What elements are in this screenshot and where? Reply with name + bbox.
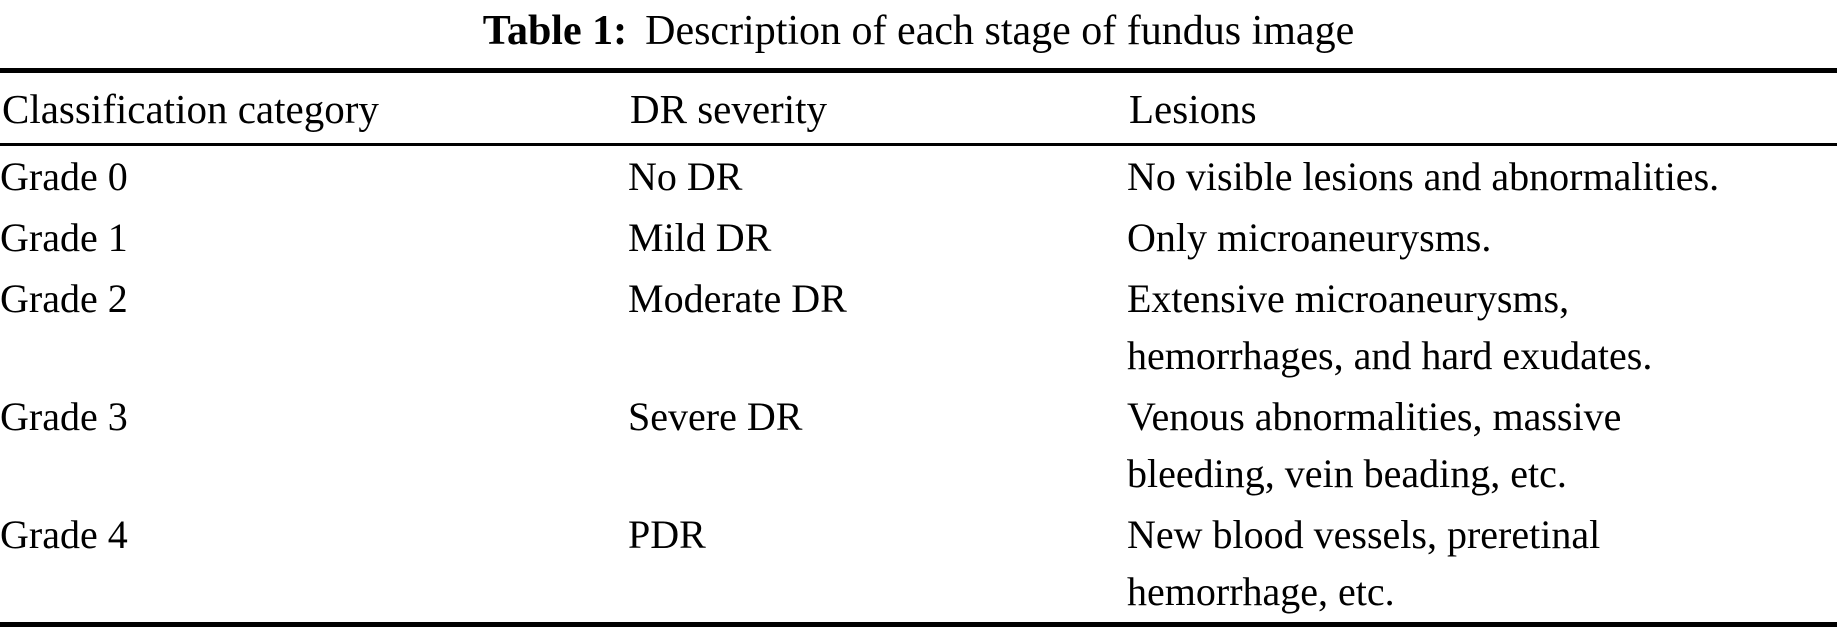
cell-category: Grade 3 [0,394,128,439]
cell-category: Grade 0 [0,154,128,199]
cell-severity: Moderate DR [628,276,847,321]
table-row-grade-4: Grade 4 PDR New blood vessels, preretina… [0,504,1837,622]
table-row-grade-0: Grade 0 No DR No visible lesions and abn… [0,146,1837,207]
cell-lesions: Only microaneurysms. [1127,215,1492,260]
table-row-grade-2: Grade 2 Moderate DR Extensive microaneur… [0,268,1837,386]
cell-lesions: New blood vessels, preretinal hemorrhage… [1127,512,1601,614]
cell-severity: PDR [628,512,706,557]
table-row-grade-1: Grade 1 Mild DR Only microaneurysms. [0,207,1837,268]
table-row-grade-3: Grade 3 Severe DR Venous abnormalities, … [0,386,1837,504]
table-caption-text: Description of each stage of fundus imag… [645,8,1355,54]
fundus-stage-table: Classification category DR severity Lesi… [0,68,1837,627]
table-caption: Table 1: Description of each stage of fun… [0,0,1837,55]
cell-severity: Mild DR [628,215,772,260]
cell-lesions: Extensive microaneurysms, hemorrhages, a… [1127,276,1653,378]
table-header-row: Classification category DR severity Lesi… [0,73,1837,146]
column-header-classification-category: Classification category [2,86,379,132]
column-header-dr-severity: DR severity [630,86,827,132]
cell-lesions: No visible lesions and abnormalities. [1127,154,1720,199]
cell-severity: No DR [628,154,743,199]
cell-category: Grade 1 [0,215,128,260]
column-header-lesions: Lesions [1129,86,1257,132]
cell-lesions: Venous abnormalities, massive bleeding, … [1127,394,1622,496]
table-caption-label: Table 1: [482,8,628,54]
cell-severity: Severe DR [628,394,803,439]
cell-category: Grade 2 [0,276,128,321]
cell-category: Grade 4 [0,512,128,557]
